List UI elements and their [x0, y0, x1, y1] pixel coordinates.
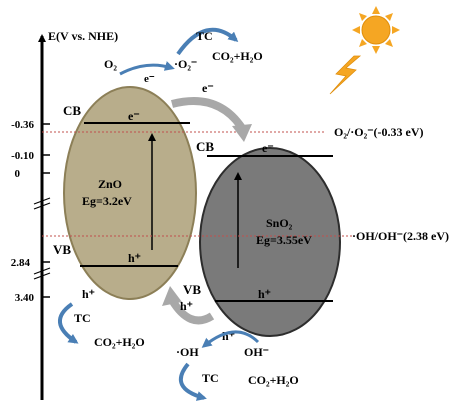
hole-transfer-arrowhead [162, 286, 182, 306]
sno2-name: SnO₂ [266, 216, 293, 230]
zno-ellipse [63, 86, 197, 300]
sno2-cb-label: CB [196, 139, 214, 154]
reduction-pathway: O₂ e⁻ ·O₂⁻ TC CO₂+H₂O [104, 27, 263, 85]
hydroxyl-radical: ·OH [176, 345, 199, 359]
zno-cb-label: CB [63, 103, 81, 118]
sno2-ellipse [199, 147, 341, 337]
sno2-hole: h⁺ [258, 287, 271, 301]
sno2-bandgap: Eg=3.55eV [256, 233, 312, 247]
axis-tick-label: -0.10 [11, 150, 34, 162]
oxidation-pathway-left: h⁺ TC CO₂+H₂O [58, 287, 145, 349]
o2-potential-label: O₂/·O₂⁻(-0.33 eV) [334, 125, 424, 139]
transfer-electron-label: e⁻ [202, 81, 214, 95]
degradation-arrow-right [178, 362, 207, 401]
reference-lines: O₂/·O₂⁻(-0.33 eV) ·OH/OH⁻(2.38 eV) [42, 125, 449, 243]
transfer-hole-label: h⁺ [180, 299, 193, 313]
degradation-arrow-left [58, 302, 79, 344]
degradation-arrow-top [176, 27, 239, 56]
products-top: CO₂+H₂O [212, 49, 263, 63]
energy-axis: E(V vs. NHE) -0.36 -0.10 0 2.84 3.40 [11, 29, 118, 400]
left-hole: h⁺ [82, 287, 95, 301]
sno2-semiconductor: e⁻ h⁺ SnO₂ Eg=3.55eV CB VB [183, 139, 341, 337]
hydroxide-ion: OH⁻ [244, 345, 269, 359]
axis-break-upper [33, 197, 51, 210]
reduction-arrow [119, 61, 175, 76]
tc-label-right: TC [202, 371, 219, 385]
zno-vb-label: VB [53, 242, 71, 257]
zno-semiconductor: e⁻ h⁺ ZnO Eg=3.2eV CB VB [53, 86, 197, 300]
axis-tick-label: 2.84 [11, 257, 31, 269]
axis-tick-label: 3.40 [15, 292, 35, 304]
tc-label-left: TC [74, 311, 91, 325]
lightning-icon [329, 55, 362, 95]
zno-electron: e⁻ [128, 109, 140, 123]
tc-label-top: TC [196, 29, 213, 43]
electron-transfer-arrowhead [232, 124, 252, 142]
hole-transfer-arrow [168, 297, 215, 325]
sno2-electron: e⁻ [262, 141, 274, 155]
sun-icon [352, 6, 400, 54]
o2-reactant: O₂ [104, 57, 117, 71]
oh-potential-label: ·OH/OH⁻(2.38 eV) [352, 229, 449, 243]
axis-tick-label: 0 [15, 168, 21, 180]
superoxide-radical: ·O₂⁻ [174, 57, 197, 71]
electron-transfer-arrow [170, 97, 246, 131]
products-left: CO₂+H₂O [94, 335, 145, 349]
axis-tick-label: -0.36 [11, 119, 34, 131]
zno-hole: h⁺ [128, 251, 141, 265]
products-right: CO₂+H₂O [248, 373, 299, 387]
zno-name: ZnO [98, 177, 122, 191]
oxidation-pathway-right: h⁺ OH⁻ ·OH TC CO₂+H₂O [176, 329, 299, 401]
axis-title: E(V vs. NHE) [48, 29, 118, 43]
oxidation-arrow [201, 330, 260, 348]
sno2-vb-label: VB [183, 282, 201, 297]
axis-break-lower [33, 267, 51, 280]
reduction-electron: e⁻ [144, 73, 155, 85]
zno-bandgap: Eg=3.2eV [82, 194, 132, 208]
